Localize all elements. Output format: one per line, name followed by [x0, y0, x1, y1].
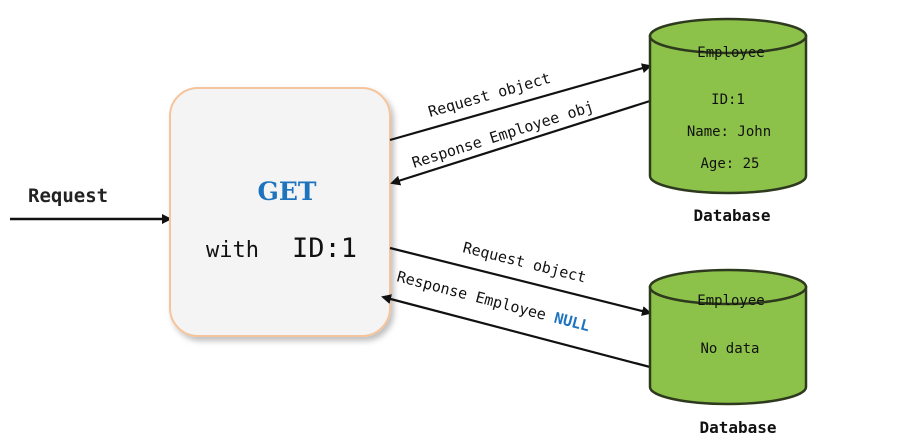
- db2-table-label: Employee: [697, 293, 764, 309]
- database-1-cylinder: Employee ID:1 Name: John Age: 25: [648, 17, 808, 195]
- id-label: ID:1: [292, 233, 357, 264]
- service-box: [169, 87, 391, 337]
- null-text: NULL: [552, 309, 592, 336]
- response-arrow-db1: [390, 99, 651, 186]
- db1-row-age: Age: 25: [700, 156, 759, 172]
- request-object-label-1: Request object: [426, 69, 553, 121]
- db1-table-label: Employee: [697, 45, 764, 61]
- db1-row-id: ID:1: [711, 92, 745, 108]
- get-method-label: GET: [257, 177, 316, 206]
- db2-caption: Database: [699, 418, 776, 437]
- request-arrow-db2: [389, 246, 652, 316]
- db1-row-name: Name: John: [687, 124, 771, 140]
- db1-caption: Database: [693, 206, 770, 225]
- response-arrow-db2: [381, 294, 651, 369]
- request-label: Request: [28, 185, 108, 207]
- database-2-cylinder: Employee No data: [648, 268, 808, 406]
- request-arrow-db1: [389, 63, 652, 142]
- with-label: with: [206, 238, 259, 263]
- db2-row-nodata: No data: [700, 341, 759, 357]
- response-employee-text: Response Employee: [395, 267, 548, 323]
- request-object-label-2: Request object: [461, 238, 588, 286]
